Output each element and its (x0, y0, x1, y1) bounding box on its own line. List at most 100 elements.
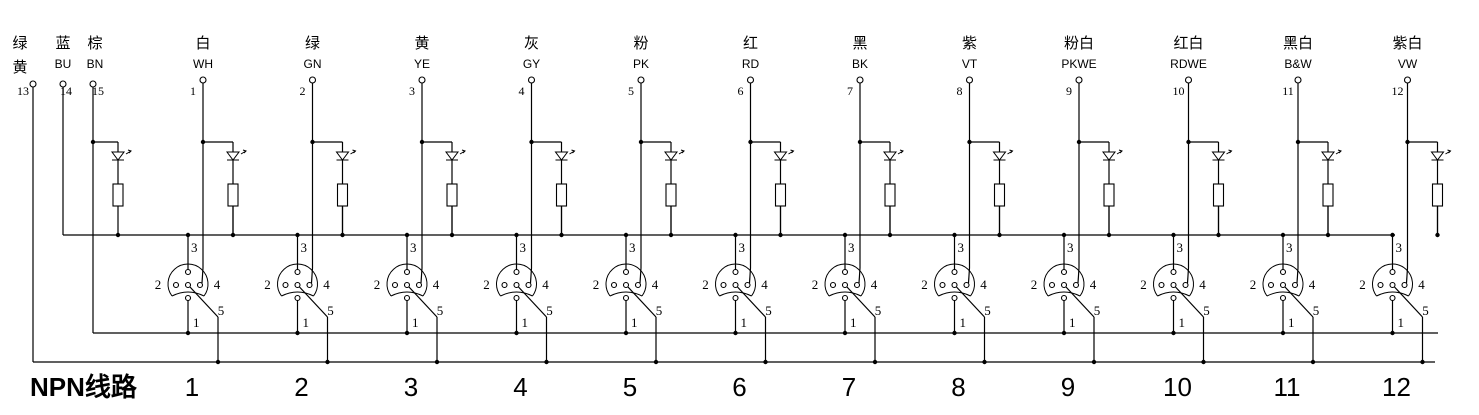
wire-number: 3 (409, 84, 415, 98)
wire-number: 1 (190, 84, 196, 98)
junction-dot (653, 359, 659, 365)
common-wire-code: BN (87, 57, 104, 71)
channel-terminal (1294, 76, 1302, 84)
connector-pin (744, 281, 751, 289)
indicator-led-arrow (1447, 149, 1452, 154)
junction-dot (514, 330, 519, 336)
indicator-resistor-icon (1212, 183, 1225, 207)
wire-number: 4 (519, 84, 525, 98)
wire-number: 5 (628, 84, 634, 98)
junction-dot (544, 359, 549, 365)
connector-pin (1072, 281, 1080, 289)
connector-pin (853, 281, 861, 289)
indicator-led-icon (1430, 151, 1445, 161)
connector-pin (951, 281, 958, 289)
channel-number: 12 (1382, 372, 1411, 402)
pin-label-2: 2 (1359, 277, 1366, 292)
junction-dot (1310, 359, 1316, 365)
pin-label-3: 3 (1286, 240, 1293, 255)
wire-color-label: 黑 (852, 34, 867, 52)
wire-code-label: BK (852, 57, 868, 71)
pin-label-3: 3 (1177, 240, 1184, 255)
pin-label-1: 1 (522, 315, 529, 330)
junction-dot (952, 330, 957, 336)
connector-pin (634, 281, 642, 289)
pin4-wire (1077, 267, 1080, 284)
wire-color-label: 绿 (305, 34, 320, 52)
connector-pin (841, 294, 849, 302)
channel-number: 5 (623, 372, 637, 402)
common-wire-color-label-2: 黄 (12, 58, 27, 76)
junction-dot (733, 232, 738, 238)
junction-dot (842, 330, 848, 336)
connector-pin (1291, 281, 1299, 289)
junction-dot (623, 232, 629, 238)
pin5-wire (189, 286, 219, 318)
connector-pin (1170, 268, 1177, 276)
pin5-wire (956, 286, 985, 318)
junction-dot (872, 359, 878, 365)
junction-dot (1061, 330, 1067, 336)
channel-number: 1 (185, 372, 199, 402)
junction-dot (1091, 359, 1097, 365)
indicator-resistor-icon (446, 183, 458, 207)
indicator-led-icon (554, 151, 569, 161)
pin5-wire (627, 286, 657, 318)
junction-dot (215, 359, 221, 365)
common-wire-color-label: 蓝 (55, 34, 70, 52)
connector-pin (732, 268, 739, 276)
junction-dot (733, 330, 738, 336)
wire-code-label: PK (633, 57, 649, 71)
indicator-resistor-icon (336, 183, 349, 207)
wire-number: 12 (1392, 84, 1404, 98)
channel-terminal (1075, 76, 1083, 84)
pin-label-2: 2 (1250, 277, 1257, 292)
connector-key (719, 291, 752, 297)
connector-pin (951, 268, 958, 276)
channel-number: 8 (951, 372, 965, 402)
pin-label-2: 2 (264, 277, 271, 292)
pin5-wire (1284, 286, 1314, 318)
junction-dot (982, 359, 987, 365)
connector-pin (841, 281, 849, 289)
indicator-led-arrow (680, 149, 685, 154)
channel-terminal (1403, 76, 1412, 84)
connector-key (281, 291, 314, 297)
indicator-led-arrow (571, 149, 576, 154)
indicator-led-icon (992, 151, 1007, 161)
indicator-led-icon (1102, 151, 1116, 161)
junction-dot (1280, 232, 1286, 238)
connector-pin (1060, 294, 1068, 302)
indicator-led-icon (1211, 151, 1226, 161)
pin-label-3: 3 (1396, 240, 1403, 255)
indicator-resistor-icon (1322, 183, 1334, 207)
channel-number: 6 (732, 372, 746, 402)
common-wire-number: 13 (17, 84, 29, 98)
indicator-led-arrow (1009, 149, 1014, 154)
connector-pin (513, 294, 520, 302)
pin-label-4: 4 (1090, 277, 1097, 292)
connector-pin (184, 268, 192, 276)
pin-label-3: 3 (1067, 240, 1074, 255)
channel-number: 2 (294, 372, 308, 402)
indicator-resistor-icon (774, 183, 787, 207)
terminal-15 (89, 80, 97, 88)
pin-label-1: 1 (303, 315, 310, 330)
pin4-wire (1186, 267, 1190, 284)
junction-dot (763, 359, 768, 365)
pin-label-5: 5 (1313, 303, 1320, 318)
channel-terminal (746, 76, 755, 84)
indicator-led-icon (773, 151, 788, 161)
connector-key (1376, 291, 1409, 297)
diagram-title: NPN线路 (30, 372, 138, 402)
connector-key (609, 291, 643, 297)
pin-label-5: 5 (1422, 303, 1429, 318)
common-indicator-led-icon (111, 151, 125, 161)
pin-label-4: 4 (1199, 277, 1206, 292)
junction-dot (1420, 359, 1425, 365)
common-indicator-led-arrow (127, 149, 132, 154)
wire-code-label: VT (962, 57, 978, 71)
pin-label-2: 2 (1140, 277, 1147, 292)
wire-number: 10 (1173, 84, 1185, 98)
channel-terminal (199, 76, 207, 84)
